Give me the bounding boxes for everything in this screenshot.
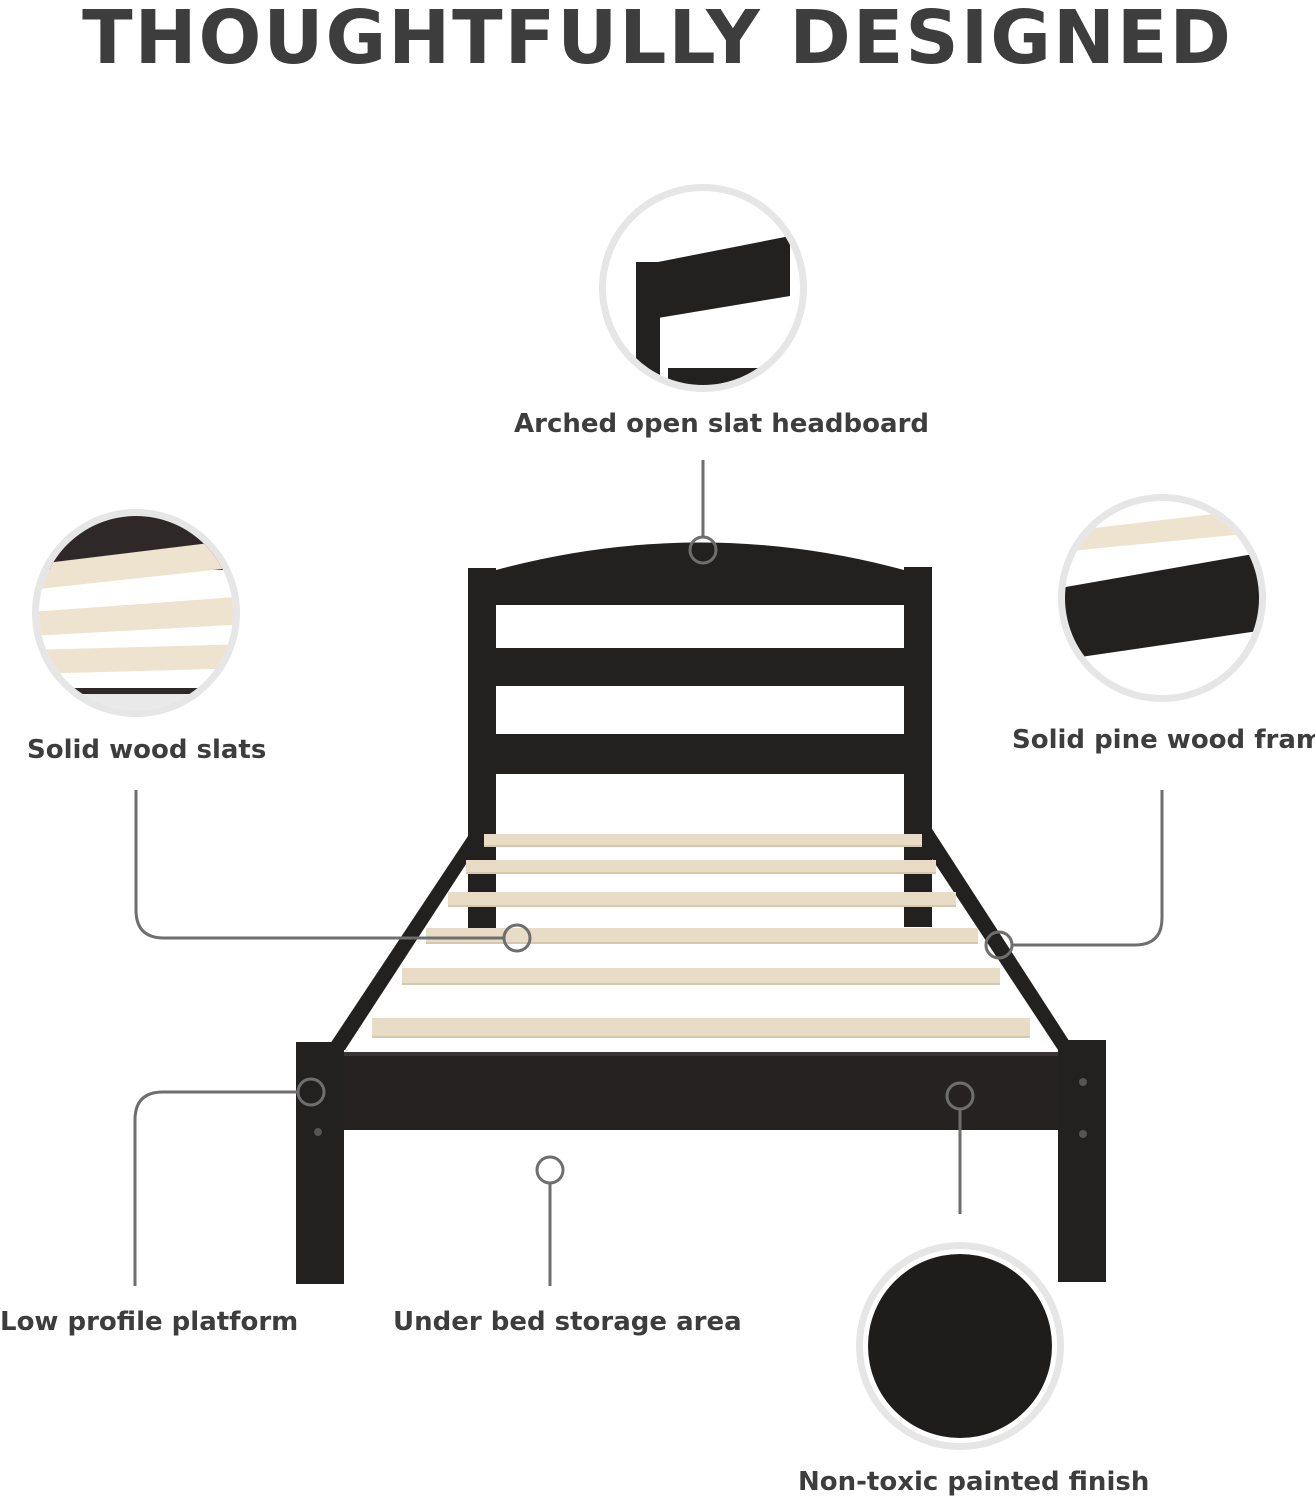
headboard-detail [599,184,807,392]
feature-label-finish: Non-toxic painted finish [798,1467,1150,1497]
feature-label-storage: Under bed storage area [393,1307,742,1337]
slats-detail [32,509,240,717]
feature-label-headboard: Arched open slat headboard [514,409,929,439]
feature-label-slats: Solid wood slats [27,735,267,765]
feature-label-platform: Low profile platform [0,1307,299,1337]
feature-label-frame: Solid pine wood frame [1012,725,1315,755]
frame-detail [1058,494,1266,702]
bed-frame [296,542,1106,1284]
page-title: THOUGHTFULLY DESIGNED [82,0,1233,81]
finish-detail [856,1242,1064,1450]
callout-lines [133,460,1164,1286]
